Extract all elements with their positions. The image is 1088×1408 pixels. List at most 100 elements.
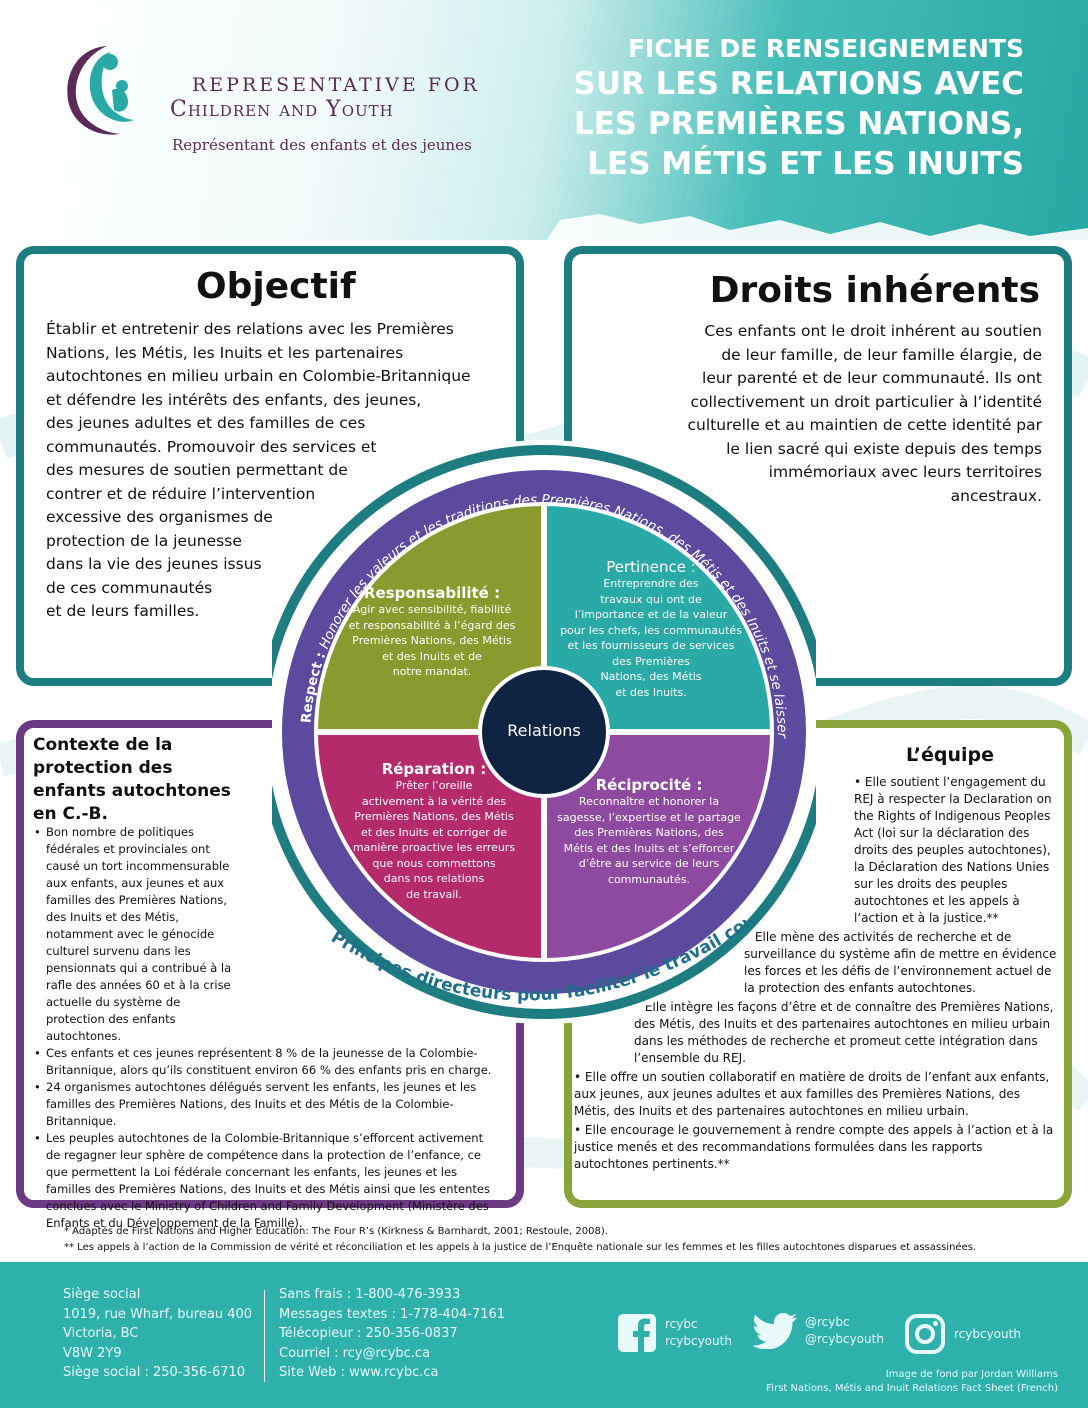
facebook-link[interactable]: rcybc rcybcyouth (617, 1313, 732, 1353)
reparation-line: Prêter l’oreille (395, 779, 473, 792)
objectif-body: Établir et entretenir des relations avec… (46, 318, 496, 624)
address-line: 1019, rue Wharf, bureau 400 (63, 1306, 253, 1322)
footnotes: * Adaptés de First Nations and Higher Ed… (64, 1224, 1054, 1256)
quadrant-responsabilite (318, 506, 544, 732)
contexte-list: Bon nombre de politiques fédérales et pr… (32, 824, 492, 1232)
principles-banner: Principes directeurs pour faciliter le t… (300, 920, 759, 1005)
droits-line: le lien sacré qui existe depuis des temp… (726, 439, 1042, 458)
equipe-item: Elle soutient l’engagement du REJ à resp… (574, 774, 1058, 927)
quadrant-reparation (318, 732, 544, 958)
pertinence-line: et les fournisseurs de services (567, 639, 735, 652)
facebook-icon (618, 1314, 656, 1353)
objectif-line: communautés. Promouvoir des services et (46, 437, 377, 456)
relations-label: Relations (507, 721, 581, 740)
reparation-line: dans nos relations (383, 872, 485, 885)
address-line: Siège social (63, 1287, 141, 1302)
title-line4: LES MÉTIS ET LES INUITS (587, 146, 1024, 182)
address-line: V8W 2Y9 (63, 1345, 122, 1361)
reciprocite-line: Métis et des Inuits et s’efforcer (563, 841, 735, 855)
principles-wheel: Respect : Honorer les valeurs et les tra… (272, 438, 816, 1024)
rcy-logo-icon (67, 46, 134, 135)
droits-line: de leur famille, de leur famille élargie… (721, 345, 1042, 364)
reparation-line: manière proactive les erreurs (352, 841, 516, 854)
reciprocite-line: communautés. (607, 872, 691, 886)
droits-title: Droits inhérents (709, 270, 1040, 311)
pertinence-line: Nations, des Métis (600, 670, 702, 683)
contexte-item: Ces enfants et ces jeunes représentent 8… (32, 1045, 492, 1079)
objectif-line: dans la vie des jeunes issus (46, 555, 262, 573)
credit-line: First Nations, Métis and Inuit Relations… (766, 1383, 1058, 1394)
footnote: ** Les appels à l’action de la Commissio… (64, 1242, 977, 1253)
facebook-handle: rcybcyouth (665, 1334, 732, 1348)
twitter-handle: @rcybcyouth (805, 1332, 884, 1346)
pertinence-line: pour les chefs, les communautés (560, 623, 742, 637)
quadrant-reciprocite (544, 732, 770, 958)
pertinence-label: Pertinence : Entreprendre des travaux qu… (556, 558, 746, 700)
equipe-title: L’équipe (906, 744, 994, 766)
droits-line: ancestraux. (950, 486, 1042, 505)
droits-line: culturelle et au maintien de cette ident… (687, 416, 1042, 434)
title-line2: SUR LES RELATIONS AVEC (573, 66, 1025, 102)
pertinence-line: des Premières (612, 654, 690, 668)
droits-line: leur parenté et de leur communauté. Ils … (702, 369, 1042, 387)
title-line1: FICHE DE RENSEIGNEMENTS (627, 34, 1024, 63)
pertinence-title: Pertinence : (606, 558, 696, 576)
contact-line[interactable]: Courriel : rcy@rcybc.ca (279, 1345, 431, 1361)
footer-address: Siège social 1019, rue Wharf, bureau 400… (63, 1285, 252, 1383)
footer-contacts: Sans frais : 1-800-476-3933 Messages tex… (279, 1285, 505, 1383)
credit-line: Image de fond par Jordan Williams (885, 1369, 1058, 1380)
contexte-title: Contexte de la protection des enfants au… (33, 735, 231, 824)
org-name-french: Représentant des enfants et des jeunes (172, 136, 472, 154)
objectif-line: autochtones en milieu urbain en Colombie… (46, 367, 471, 385)
contexte-item: Les peuples autochtones de la Colombie-B… (32, 1130, 492, 1232)
header-background (0, 0, 1088, 240)
objectif-line: contrer et de réduire l’intervention (46, 484, 316, 503)
responsabilite-label: Responsabilité : Agir avec sensibilité, … (344, 584, 520, 680)
twitter-link[interactable]: @rcybc @rcybcyouth (753, 1313, 884, 1349)
objectif-line: Établir et entretenir des relations avec… (46, 320, 454, 338)
reciprocite-line: des Premières Nations, des (574, 826, 724, 839)
reciprocite-line: sagesse, l’expertise et le partage (557, 810, 741, 824)
twitter-icon (753, 1313, 797, 1349)
title-line3: LES PREMIÈRES NATIONS, (573, 106, 1024, 142)
contexte-item: 24 organismes autochtones délégués serve… (32, 1079, 492, 1130)
droits-line: collectivement un droit particulier à l’… (690, 392, 1042, 411)
responsabilite-line: et responsabilité à l’égard des (348, 618, 516, 632)
reparation-label: Réparation : Prêter l’oreille activement… (346, 760, 522, 902)
reciprocite-line: d’être au service de leurs (578, 857, 720, 870)
instagram-icon (905, 1314, 945, 1354)
facebook-handle: rcybc (665, 1317, 698, 1331)
reparation-line: que nous commettons (372, 856, 496, 870)
footnote: * Adaptés de First Nations and Higher Ed… (64, 1226, 608, 1237)
reparation-line: de travail. (406, 887, 462, 901)
teal-ring (272, 445, 816, 1019)
objectif-line: et de leurs familles. (46, 602, 200, 620)
instagram-link[interactable]: rcybcyouth (904, 1313, 1021, 1355)
pertinence-line: travaux qui ont de (600, 592, 702, 606)
equipe-item: Elle mène des activités de recherche et … (574, 929, 1058, 997)
contact-line: Télécopieur : 250-356-0837 (279, 1326, 458, 1341)
org-name-line2: Children and Youth (170, 97, 394, 122)
responsabilite-title: Responsabilité : (363, 584, 501, 602)
pertinence-line: et des Inuits. (615, 685, 687, 699)
objectif-line: et défendre les intérêts des enfants, de… (46, 390, 422, 409)
droits-body: Ces enfants ont le droit inhérent au sou… (662, 320, 1042, 508)
center-relations (478, 666, 610, 798)
reparation-line: Premières Nations, des Métis (354, 810, 514, 823)
equipe-list: Elle soutient l’engagement du REJ à resp… (574, 774, 1058, 1175)
twitter-handle: @rcybc (805, 1315, 850, 1329)
contact-line[interactable]: Site Web : www.rcybc.ca (279, 1365, 439, 1380)
svg-text:Principes directeurs pour faci: Principes directeurs pour faciliter le t… (300, 920, 759, 1005)
objectif-line: Nations, les Métis, les Inuits et les pa… (46, 343, 404, 362)
droits-line: Ces enfants ont le droit inhérent au sou… (704, 322, 1042, 340)
objectif-title: Objectif (196, 266, 356, 307)
instagram-handle: rcybcyouth (954, 1326, 1021, 1341)
contact-line: Sans frais : 1-800-476-3933 (279, 1287, 461, 1302)
reciprocite-label: Réciprocité : Reconnaître et honorer la … (553, 776, 745, 887)
objectif-line: excessive des organismes de (46, 508, 273, 526)
reparation-title: Réparation : (381, 760, 487, 778)
reparation-line: activement à la vérité des (361, 794, 507, 808)
responsabilite-line: notre mandat. (392, 665, 472, 678)
reparation-line: et des Inuits et corriger de (360, 825, 508, 839)
contact-line: Messages textes : 1-778-404-7161 (279, 1306, 506, 1322)
